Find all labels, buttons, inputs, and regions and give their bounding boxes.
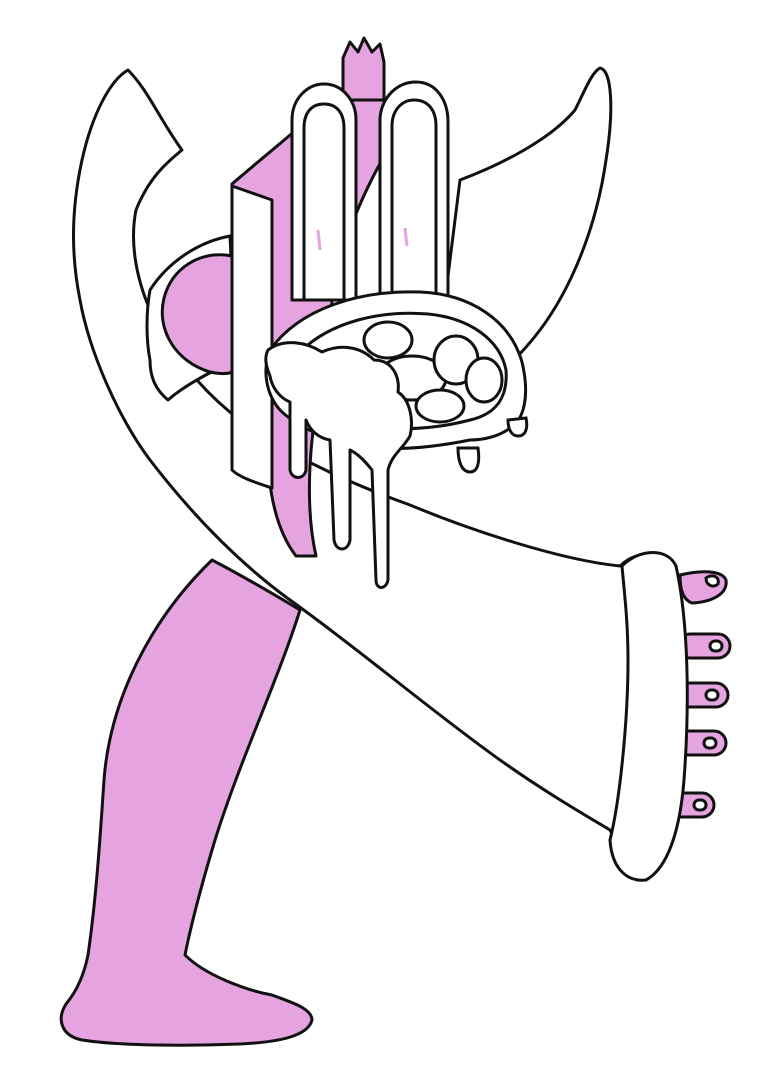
face-drip-1	[456, 446, 481, 474]
sleeve-cuff	[608, 551, 689, 882]
white-slab	[230, 184, 274, 490]
pink-leg	[59, 558, 314, 1047]
face-drip-2	[506, 416, 529, 438]
bunny-ears	[290, 80, 450, 302]
dripping-goo	[264, 341, 413, 589]
